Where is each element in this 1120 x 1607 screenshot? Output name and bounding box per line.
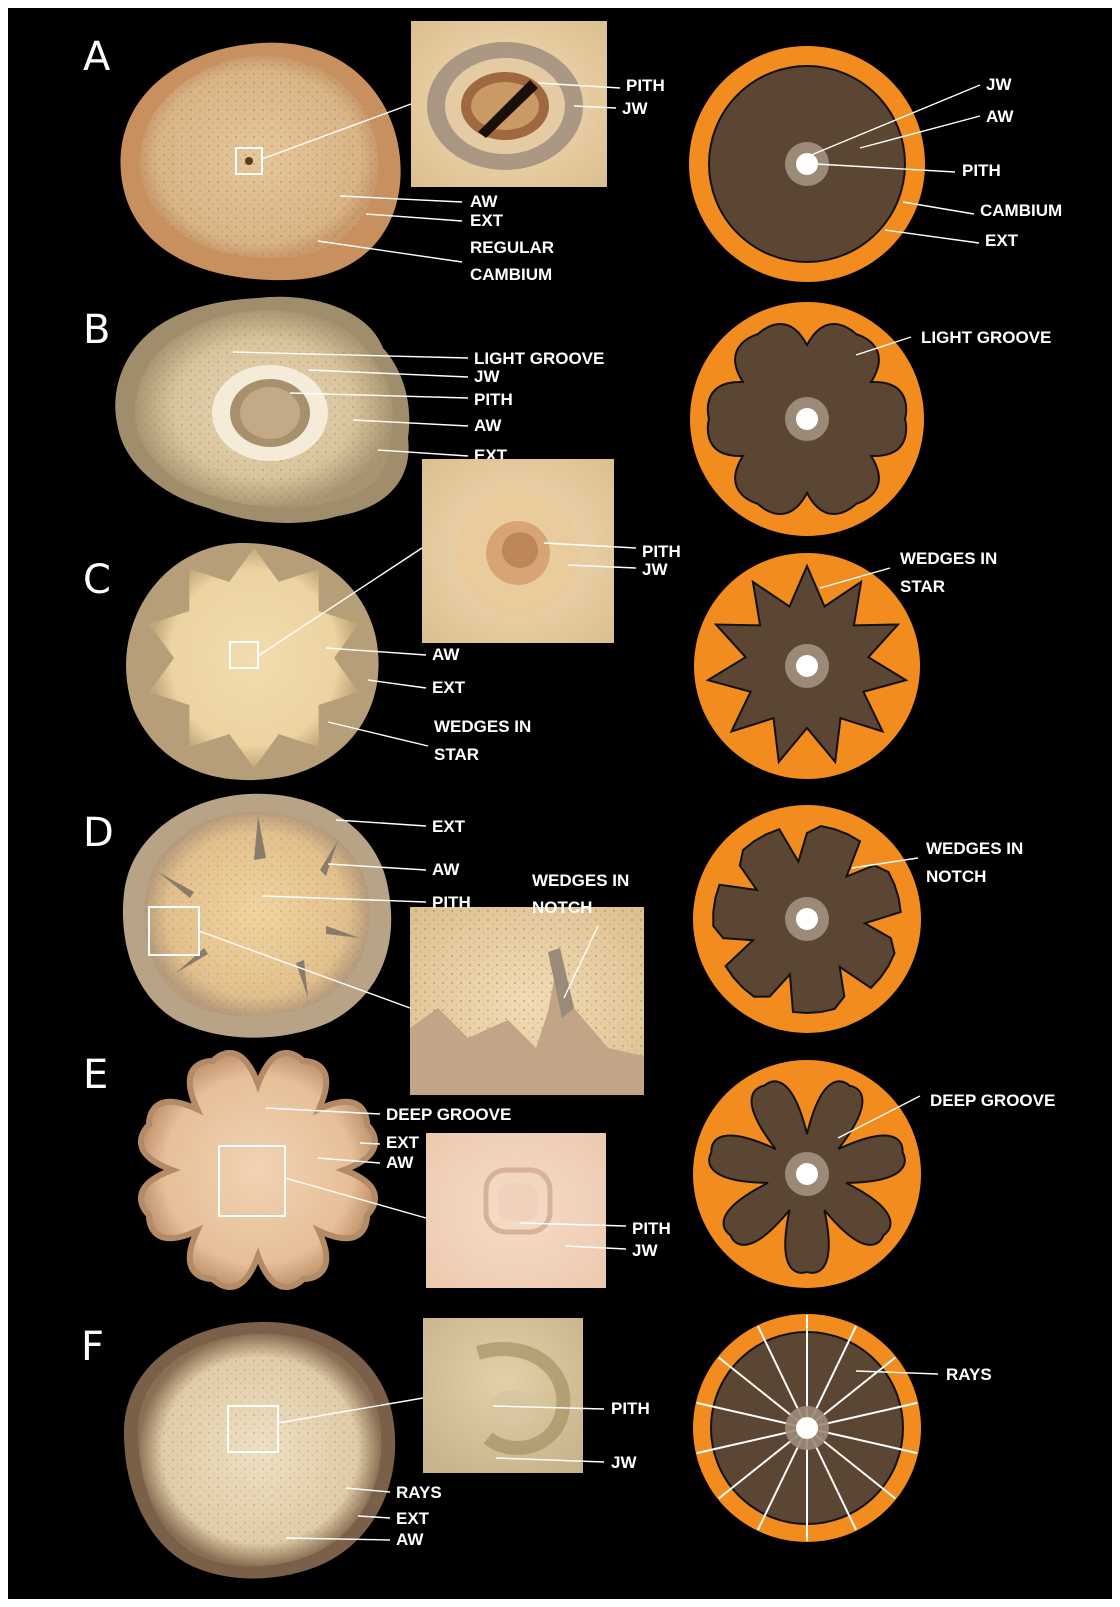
label-ext-f: EXT [396, 1509, 430, 1528]
label-diagram-ext-a: EXT [985, 231, 1019, 250]
inset-f [423, 1318, 583, 1473]
photo-e [141, 1053, 375, 1287]
groove-wood-e [141, 1053, 375, 1287]
label-aw-d: AW [432, 860, 460, 879]
schematic-d [693, 805, 921, 1033]
label-wedges-c: WEDGES IN [434, 717, 531, 736]
label-pith-b: PITH [474, 390, 513, 409]
label-aw-b: AW [474, 416, 502, 435]
photo-d [123, 794, 391, 1038]
label-aw-f: AW [396, 1530, 424, 1549]
label-notch-d: NOTCH [532, 898, 592, 917]
panel-letter-d: D [83, 810, 114, 856]
figure-frame: A PITH JW AW EXT REGULAR CAMBIUM [8, 8, 1112, 1599]
label-diagram-rays-f: RAYS [946, 1365, 992, 1384]
schematic-a [689, 46, 925, 282]
label-diagram-wedges-d: WEDGES IN [926, 839, 1023, 858]
label-ext-e: EXT [386, 1133, 420, 1152]
schematic-b [690, 302, 924, 536]
schematic-c [694, 553, 920, 779]
label-diagram-deep-groove-e: DEEP GROOVE [930, 1091, 1055, 1110]
label-deep-groove-e: DEEP GROOVE [386, 1105, 511, 1124]
panel-f: F PITH JW RAYS EXT AW [81, 1314, 992, 1579]
label-regular-a: REGULAR [470, 238, 554, 257]
panel-letter-c: C [83, 557, 111, 603]
panel-letter-b: B [83, 307, 110, 353]
photo-f [124, 1322, 395, 1579]
inset-c [422, 459, 614, 643]
label-inset-pith-a: PITH [626, 76, 665, 95]
label-aw-c: AW [432, 645, 460, 664]
label-diagram-wedges-c: WEDGES IN [900, 549, 997, 568]
label-diagram-pith-a: PITH [962, 161, 1001, 180]
panel-letter-f: F [81, 1324, 104, 1370]
panel-letter-e: E [83, 1052, 108, 1098]
label-wedges-d: WEDGES IN [532, 871, 629, 890]
photo-c [126, 543, 379, 780]
label-inset-pith-f: PITH [611, 1399, 650, 1418]
label-ext-a: EXT [470, 211, 504, 230]
label-inset-jw-a: JW [622, 99, 648, 118]
label-cambium-a: CAMBIUM [470, 265, 552, 284]
panel-a: A PITH JW AW EXT REGULAR CAMBIUM [83, 21, 1062, 284]
label-diagram-jw-a: JW [986, 75, 1012, 94]
label-aw-a: AW [470, 192, 498, 211]
label-diagram-cambium-a: CAMBIUM [980, 201, 1062, 220]
schematic-f [693, 1314, 921, 1542]
label-pith-d: PITH [432, 893, 471, 912]
label-light-groove-b: LIGHT GROOVE [474, 349, 604, 368]
inset-a [411, 21, 607, 187]
label-inset-jw-e: JW [632, 1241, 658, 1260]
panel-d: D EXT AW PITH WEDGES IN NOTCH [83, 794, 1023, 1095]
label-inset-jw-c: JW [642, 560, 668, 579]
label-ext-c: EXT [432, 678, 466, 697]
label-diagram-aw-a: AW [986, 107, 1014, 126]
label-jw-b: JW [474, 367, 500, 386]
figure-canvas: A PITH JW AW EXT REGULAR CAMBIUM [8, 8, 1112, 1599]
label-rays-f: RAYS [396, 1483, 442, 1502]
inset-e [426, 1133, 606, 1288]
label-diagram-light-groove-b: LIGHT GROOVE [921, 328, 1051, 347]
label-ext-d: EXT [432, 817, 466, 836]
label-aw-e: AW [386, 1153, 414, 1172]
schematic-e [693, 1060, 921, 1288]
label-inset-jw-f: JW [611, 1453, 637, 1472]
panel-letter-a: A [83, 34, 111, 80]
label-inset-pith-c: PITH [642, 542, 681, 561]
label-inset-pith-e: PITH [632, 1219, 671, 1238]
label-star-c: STAR [434, 745, 479, 764]
label-diagram-notch-d: NOTCH [926, 867, 986, 886]
photo-b [115, 297, 409, 523]
photo-a [120, 43, 400, 280]
label-diagram-star-c: STAR [900, 577, 945, 596]
inset-d [410, 907, 644, 1095]
